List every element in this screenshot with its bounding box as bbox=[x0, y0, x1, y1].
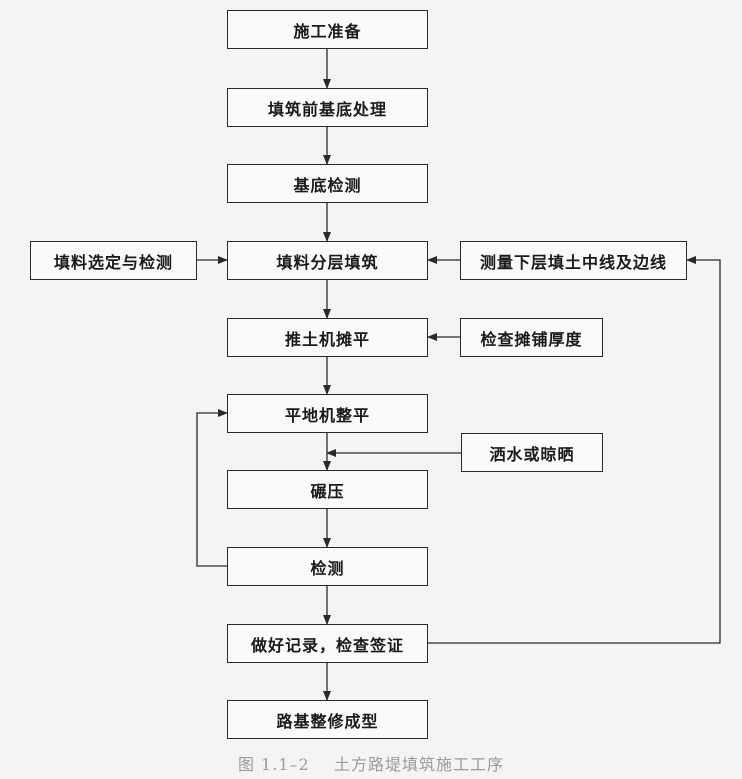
loop-inspection-to-grader bbox=[196, 409, 228, 567]
input-watering-drying: 洒水或晾晒 bbox=[461, 433, 603, 472]
step-label: 做好记录，检查签证 bbox=[250, 635, 404, 655]
step-label: 填筑前基底处理 bbox=[267, 99, 387, 119]
step-layered-filling: 填料分层填筑 bbox=[227, 241, 428, 280]
step-label: 平地机整平 bbox=[284, 405, 370, 425]
step-record-and-sign: 做好记录，检查签证 bbox=[227, 624, 428, 663]
step-grader-leveling: 平地机整平 bbox=[227, 394, 428, 433]
step-label: 碾压 bbox=[310, 481, 345, 501]
input-survey-lines: 测量下层填土中线及边线 bbox=[460, 241, 687, 280]
step-label: 推土机摊平 bbox=[284, 329, 370, 349]
step-base-treatment: 填筑前基底处理 bbox=[227, 88, 428, 127]
step-label: 路基整修成型 bbox=[276, 711, 379, 731]
step-label: 填料分层填筑 bbox=[276, 252, 379, 272]
input-label: 填料选定与检测 bbox=[53, 252, 173, 272]
step-inspection: 检测 bbox=[227, 547, 428, 586]
step-label: 施工准备 bbox=[293, 21, 362, 41]
step-construction-prep: 施工准备 bbox=[227, 10, 428, 49]
input-label: 测量下层填土中线及边线 bbox=[479, 252, 667, 272]
input-label: 检查摊铺厚度 bbox=[480, 329, 583, 349]
step-final-shaping: 路基整修成型 bbox=[227, 700, 428, 739]
step-base-inspection: 基底检测 bbox=[227, 164, 428, 203]
input-label: 洒水或晾晒 bbox=[489, 444, 575, 464]
loop-record-to-survey bbox=[428, 256, 721, 644]
step-label: 基底检测 bbox=[293, 175, 362, 195]
step-label: 检测 bbox=[310, 558, 345, 578]
input-check-thickness: 检查摊铺厚度 bbox=[460, 318, 603, 357]
figure-caption: 图 1.1–2 土方路堤填筑施工工序 bbox=[237, 755, 505, 774]
step-compaction: 碾压 bbox=[227, 470, 428, 509]
step-bulldozer-leveling: 推土机摊平 bbox=[227, 318, 428, 357]
input-fill-selection: 填料选定与检测 bbox=[30, 241, 197, 280]
